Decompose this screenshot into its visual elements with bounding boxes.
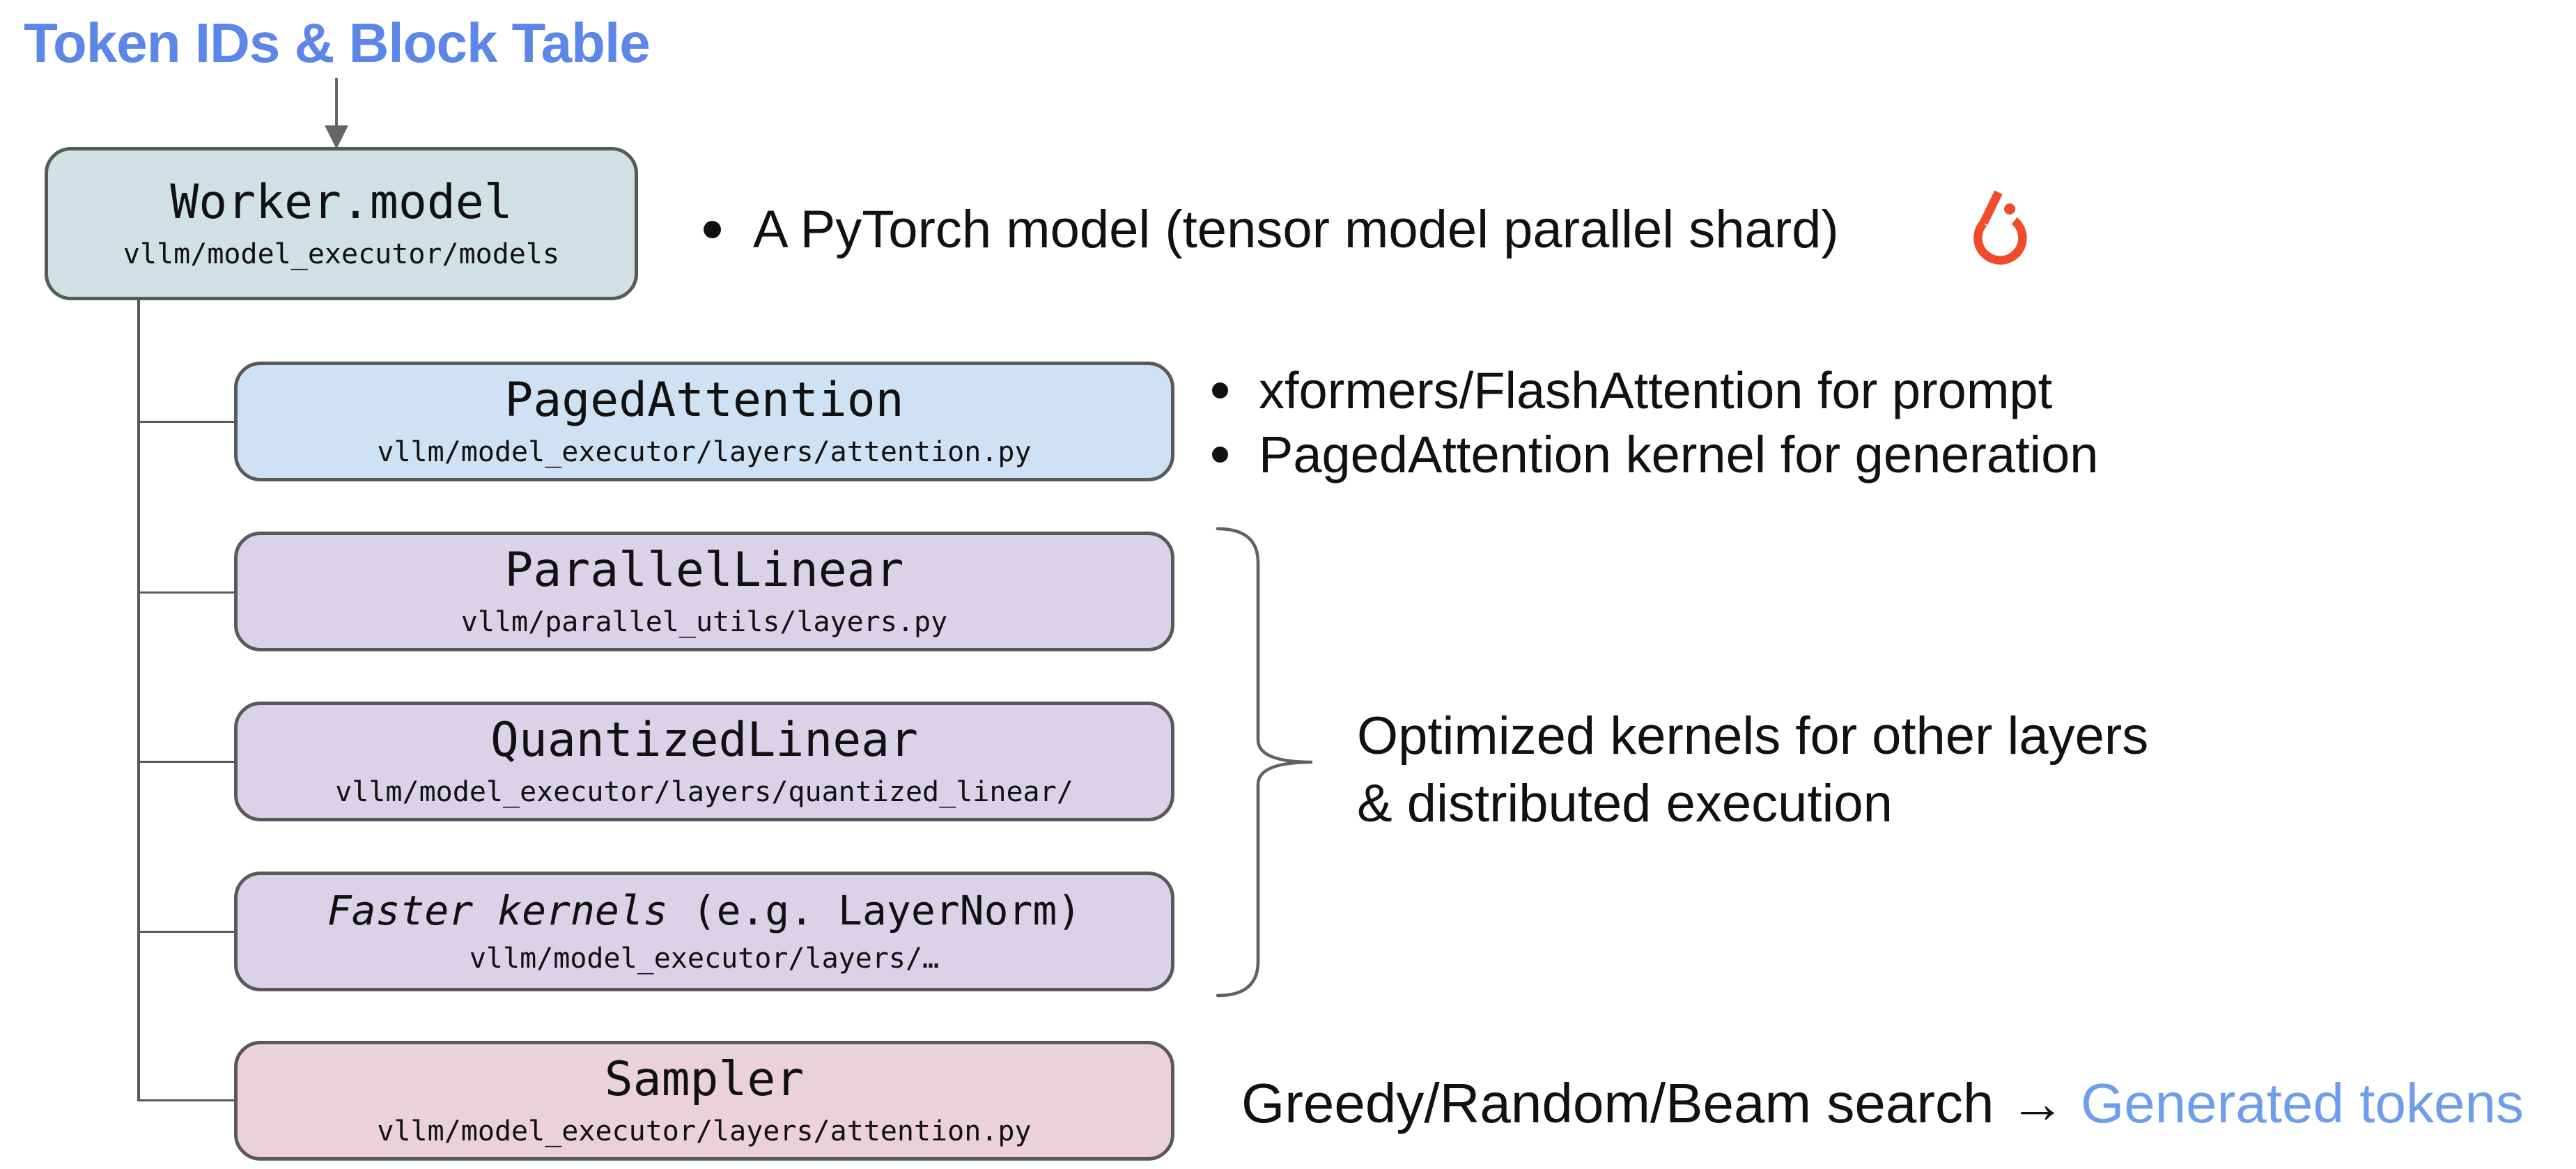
tree-branch-line xyxy=(139,591,234,594)
tree-trunk-line xyxy=(137,300,140,1101)
input-arrow-head-icon xyxy=(325,125,348,149)
annotation-text: xformers/FlashAttention for prompt xyxy=(1259,361,2053,419)
input-arrow-shaft xyxy=(335,78,338,128)
node-title: ParallelLinear xyxy=(504,543,904,598)
bullet-dot-icon xyxy=(1212,446,1228,463)
node-path: vllm/model_executor/layers/attention.py xyxy=(377,436,1032,468)
arrow-right-glyph: → xyxy=(2009,1072,2065,1134)
tree-branch-line xyxy=(139,1099,234,1101)
node-path: vllm/model_executor/layers/… xyxy=(469,943,940,975)
node-path: vllm/model_executor/layers/attention.py xyxy=(377,1115,1032,1147)
node-path: vllm/model_executor/layers/quantized_lin… xyxy=(335,776,1073,808)
tree-branch-line xyxy=(139,761,234,763)
node-title: Worker.model xyxy=(170,175,513,230)
root-annotation-text: A PyTorch model (tensor model parallel s… xyxy=(753,200,1839,259)
bullet-dot-icon xyxy=(704,221,721,238)
node-quantized-linear: QuantizedLinear vllm/model_executor/laye… xyxy=(234,702,1174,821)
sampler-annotation-text: Greedy/Random/Beam search xyxy=(1241,1072,2010,1134)
node-path: vllm/parallel_utils/layers.py xyxy=(460,606,948,638)
bullet-dot-icon xyxy=(1212,382,1228,398)
pytorch-flame-icon xyxy=(1973,190,2027,265)
sampler-annotation: Greedy/Random/Beam search → Generated to… xyxy=(1241,1070,2524,1137)
node-title-suffix: (e.g. LayerNorm) xyxy=(667,887,1082,934)
node-faster-kernels: Faster kernels (e.g. LayerNorm) vllm/mod… xyxy=(234,872,1174,991)
root-annotation: A PyTorch model (tensor model parallel s… xyxy=(704,199,1839,260)
curly-brace-icon xyxy=(1216,527,1313,998)
tree-branch-line xyxy=(139,421,234,423)
generated-tokens-text: Generated tokens xyxy=(2065,1072,2524,1134)
node-worker-model: Worker.model vllm/model_executor/models xyxy=(45,147,638,300)
node-title: PagedAttention xyxy=(504,373,904,428)
node-title-italic: Faster kernels xyxy=(327,887,668,934)
tree-branch-line xyxy=(139,931,234,933)
annotation-row: xformers/FlashAttention for prompt xyxy=(1212,358,2098,422)
node-title: Faster kernels (e.g. LayerNorm) xyxy=(327,890,1082,931)
brace-annotation: Optimized kernels for other layers & dis… xyxy=(1357,702,2148,837)
annotation-text: PagedAttention kernel for generation xyxy=(1259,425,2099,483)
node-parallel-linear: ParallelLinear vllm/parallel_utils/layer… xyxy=(234,532,1174,651)
brace-annotation-line1: Optimized kernels for other layers xyxy=(1357,706,2149,766)
node-sampler: Sampler vllm/model_executor/layers/atten… xyxy=(234,1041,1174,1161)
node-path: vllm/model_executor/models xyxy=(123,238,560,270)
node-title: Sampler xyxy=(604,1052,805,1107)
node-title: QuantizedLinear xyxy=(490,713,919,768)
paged-attention-annotations: xformers/FlashAttention for prompt Paged… xyxy=(1212,358,2098,486)
annotation-row: PagedAttention kernel for generation xyxy=(1212,422,2098,486)
node-paged-attention: PagedAttention vllm/model_executor/layer… xyxy=(234,362,1174,481)
diagram-title: Token IDs & Block Table xyxy=(24,12,651,74)
brace-annotation-line2: & distributed execution xyxy=(1357,774,1893,833)
